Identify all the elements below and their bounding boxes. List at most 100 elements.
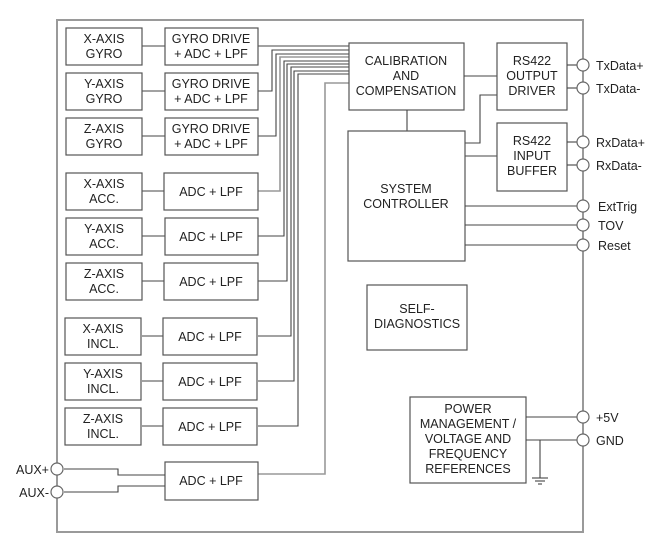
pin-rxdata-minus: RxData-: [576, 158, 642, 173]
svg-text:ExtTrig: ExtTrig: [598, 200, 637, 214]
pin-txdata-minus: TxData-: [576, 81, 640, 96]
svg-text:RS422: RS422: [513, 134, 551, 148]
pin-wiring: [465, 64, 577, 478]
svg-text:VOLTAGE AND: VOLTAGE AND: [425, 432, 511, 446]
svg-text:GYRO DRIVE: GYRO DRIVE: [172, 122, 251, 136]
sensor-blocks: X-AXIS GYRO Y-AXIS GYRO Z-AXIS GYRO X-AX…: [64, 27, 143, 446]
svg-text:TxData-: TxData-: [596, 82, 640, 96]
pin-plus5v: +5V: [576, 410, 619, 425]
svg-text:SELF-: SELF-: [399, 302, 434, 316]
svg-text:ADC + LPF: ADC + LPF: [179, 230, 243, 244]
svg-text:+ ADC + LPF: + ADC + LPF: [174, 137, 248, 151]
svg-text:TxData+: TxData+: [596, 59, 644, 73]
svg-text:Y-AXIS: Y-AXIS: [84, 222, 124, 236]
svg-text:Y-AXIS: Y-AXIS: [83, 367, 123, 381]
svg-text:GND: GND: [596, 434, 624, 448]
pin-txdata-plus: TxData+: [576, 58, 644, 73]
svg-text:Reset: Reset: [598, 239, 631, 253]
svg-text:ADC + LPF: ADC + LPF: [179, 474, 243, 488]
rs422-output-driver-block: RS422 OUTPUT DRIVER: [496, 42, 568, 111]
svg-text:AND: AND: [393, 69, 419, 83]
converter-blocks: GYRO DRIVE + ADC + LPF GYRO DRIVE + ADC …: [162, 27, 259, 501]
left-connector-pins: AUX+ AUX-: [16, 462, 64, 500]
gyro-converter-block: GYRO DRIVE + ADC + LPF: [164, 72, 259, 111]
svg-text:CALIBRATION: CALIBRATION: [365, 54, 447, 68]
svg-text:POWER: POWER: [444, 402, 491, 416]
enclosure-frame: [56, 19, 584, 533]
svg-text:GYRO: GYRO: [86, 137, 123, 151]
pin-exttrig: ExtTrig: [576, 199, 637, 214]
svg-text:ADC + LPF: ADC + LPF: [178, 330, 242, 344]
svg-text:FREQUENCY: FREQUENCY: [429, 447, 508, 461]
svg-text:+ ADC + LPF: + ADC + LPF: [174, 47, 248, 61]
svg-text:ACC.: ACC.: [89, 192, 119, 206]
svg-text:OUTPUT: OUTPUT: [506, 69, 558, 83]
sensor-block: X-AXIS INCL.: [64, 317, 142, 356]
aux-wiring: [64, 468, 165, 493]
gyro-converter-block: GYRO DRIVE + ADC + LPF: [164, 117, 259, 156]
svg-text:GYRO: GYRO: [86, 47, 123, 61]
sensor-block: X-AXIS GYRO: [65, 27, 143, 66]
svg-text:+ ADC + LPF: + ADC + LPF: [174, 92, 248, 106]
svg-text:Z-AXIS: Z-AXIS: [84, 267, 124, 281]
svg-text:MANAGEMENT /: MANAGEMENT /: [420, 417, 517, 431]
pin-rxdata-plus: RxData+: [576, 135, 645, 150]
pin-reset: Reset: [576, 238, 631, 253]
power-management-block: POWER MANAGEMENT / VOLTAGE AND FREQUENCY…: [409, 396, 527, 484]
svg-text:DIAGNOSTICS: DIAGNOSTICS: [374, 317, 460, 331]
aux-adc-lpf-block: ADC + LPF: [164, 461, 259, 501]
adc-lpf-block: ADC + LPF: [162, 317, 258, 356]
svg-text:ACC.: ACC.: [89, 237, 119, 251]
svg-text:CONTROLLER: CONTROLLER: [363, 197, 448, 211]
svg-text:AUX+: AUX+: [16, 463, 49, 477]
internal-links: [406, 75, 497, 157]
sensor-block: Z-AXIS ACC.: [65, 262, 143, 301]
svg-text:Y-AXIS: Y-AXIS: [84, 77, 124, 91]
sensor-block: Z-AXIS GYRO: [65, 117, 143, 156]
svg-text:REFERENCES: REFERENCES: [425, 462, 510, 476]
sensor-block: Z-AXIS INCL.: [64, 407, 142, 446]
adc-lpf-block: ADC + LPF: [162, 362, 258, 401]
svg-text:RS422: RS422: [513, 54, 551, 68]
svg-text:GYRO DRIVE: GYRO DRIVE: [172, 77, 251, 91]
svg-text:SYSTEM: SYSTEM: [380, 182, 431, 196]
pin-tov: TOV: [576, 218, 624, 233]
svg-text:RxData-: RxData-: [596, 159, 642, 173]
sensor-bus-wires: [258, 45, 349, 475]
svg-text:Z-AXIS: Z-AXIS: [84, 122, 124, 136]
sensor-block: X-AXIS ACC.: [65, 172, 143, 211]
sensor-block: Y-AXIS GYRO: [65, 72, 143, 111]
adc-lpf-block: ADC + LPF: [162, 407, 258, 446]
gyro-converter-block: GYRO DRIVE + ADC + LPF: [164, 27, 259, 66]
svg-text:+5V: +5V: [596, 411, 619, 425]
ground-icon: [532, 477, 548, 485]
adc-lpf-block: ADC + LPF: [164, 217, 259, 256]
pin-gnd: GND: [576, 433, 624, 448]
svg-text:INCL.: INCL.: [87, 382, 119, 396]
adc-lpf-block: ADC + LPF: [163, 262, 259, 301]
svg-text:GYRO DRIVE: GYRO DRIVE: [172, 32, 251, 46]
svg-text:Z-AXIS: Z-AXIS: [83, 412, 123, 426]
svg-text:INCL.: INCL.: [87, 427, 119, 441]
svg-text:X-AXIS: X-AXIS: [83, 322, 124, 336]
svg-text:DRIVER: DRIVER: [508, 84, 555, 98]
right-connector-pins: TxData+ TxData- RxData+ RxData- ExtTrig …: [576, 58, 645, 448]
svg-text:INPUT: INPUT: [513, 149, 551, 163]
svg-text:ADC + LPF: ADC + LPF: [178, 375, 242, 389]
adc-lpf-block: ADC + LPF: [163, 172, 259, 211]
svg-text:TOV: TOV: [598, 219, 624, 233]
sensor-block: Y-AXIS ACC.: [65, 217, 143, 256]
sensor-links: [142, 45, 165, 427]
svg-text:ACC.: ACC.: [89, 282, 119, 296]
svg-text:COMPENSATION: COMPENSATION: [356, 84, 456, 98]
system-controller-block: SYSTEM CONTROLLER: [347, 130, 466, 262]
pin-aux-minus: AUX-: [19, 485, 64, 500]
svg-text:BUFFER: BUFFER: [507, 164, 557, 178]
svg-text:ADC + LPF: ADC + LPF: [178, 420, 242, 434]
svg-text:GYRO: GYRO: [86, 92, 123, 106]
self-diagnostics-block: SELF- DIAGNOSTICS: [366, 284, 468, 351]
svg-text:INCL.: INCL.: [87, 337, 119, 351]
svg-text:ADC + LPF: ADC + LPF: [179, 185, 243, 199]
rs422-input-buffer-block: RS422 INPUT BUFFER: [496, 122, 568, 192]
